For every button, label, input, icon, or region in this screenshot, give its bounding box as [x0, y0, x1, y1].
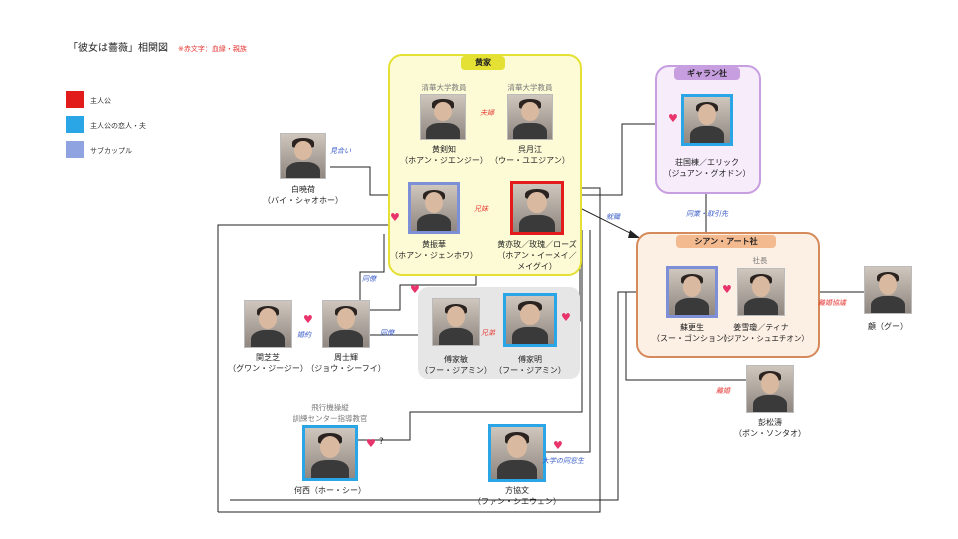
reading-su-gengsheng: （スー・ゴンション） [652, 334, 732, 343]
name-jiang-xueqiong: 姜雪瓊／ティナ [733, 323, 789, 332]
photo-fu-jiamin [432, 298, 480, 346]
relation-shushoku: 就職 [606, 213, 620, 221]
group-huang-family [388, 54, 582, 276]
reading-wu-yuejiang: （ウー・ユエジアン） [490, 156, 570, 165]
photo-huang-jianzhi [420, 94, 466, 140]
reading-zhou-shihui: （ジョウ・シーフイ） [306, 364, 386, 373]
role-he-xi: 飛行機操縦 [311, 403, 349, 412]
title-text: 「彼女は薔薇」相関図 [68, 43, 168, 54]
heart-icon: ♥ [366, 437, 376, 450]
role-huang-jianzhi: 清華大学教員 [421, 83, 467, 92]
photo-zhuang-guodong [681, 94, 733, 146]
legend-label-subcouple: サブカップル [90, 147, 132, 155]
reading2-huang-yimei: メイグイ） [517, 262, 557, 271]
heart-icon: ♥ [561, 311, 571, 324]
relation-rikon: 離婚 [716, 387, 730, 395]
photo-fang-xiewen [488, 424, 546, 482]
photo-he-xi [302, 425, 358, 481]
legend-swatch-protagonist [66, 91, 84, 108]
name-zhuang-guodong: 荘国棟／エリック [675, 158, 739, 167]
name-huang-zhenhua: 黄振華 [422, 240, 446, 249]
heart-icon: ♥ [668, 112, 678, 125]
reading-jiang-xueqiong: （ジアン・シュエチオン） [719, 334, 809, 343]
photo-su-gengsheng [666, 266, 718, 318]
name-wu-yuejiang: 呉月江 [518, 145, 542, 154]
group-galan-title: ギャラン社 [674, 67, 740, 80]
relation-douryou-2: 同僚 [380, 329, 394, 337]
relation-douryou-torihiki: 同業・取引先 [686, 210, 728, 218]
relation-fuufu: 夫婦 [480, 109, 494, 117]
name-he-xi: 何西（ホー・シー） [294, 486, 366, 495]
photo-zhou-shihui [322, 300, 370, 348]
relation-miai: 見合い [330, 147, 351, 155]
name-peng-songtao: 彭松濤 [758, 418, 782, 427]
relation-konyaku: 婚約 [297, 331, 311, 339]
reading-huang-jianzhi: （ホアン・ジエンジー） [400, 156, 488, 165]
name-fu-jiaming: 傅家明 [518, 355, 542, 364]
diagram-title: 「彼女は薔薇」相関図 ※赤文字：血縁・親族 [68, 39, 247, 54]
photo-huang-zhenhua [408, 182, 460, 234]
photo-peng-songtao [746, 365, 794, 413]
relation-douryou-1: 同僚 [362, 275, 376, 283]
name-huang-jianzhi: 黄剣知 [432, 145, 456, 154]
relation-kyoudai: 兄妹 [474, 205, 488, 213]
photo-wu-yuejiang [507, 94, 553, 140]
heart-icon: ♥ [722, 283, 732, 296]
name-su-gengsheng: 蘇更生 [680, 323, 704, 332]
role-jiang-xueqiong: 社長 [752, 256, 768, 265]
group-huang-title: 黄家 [461, 56, 505, 70]
name-fang-xiewen: 方協文 [505, 486, 529, 495]
name-gu: 顧（グー） [868, 322, 908, 331]
role2-he-xi: 訓練センター指導教官 [292, 414, 368, 423]
name-bai-xiaohe: 白暁荷 [291, 185, 315, 194]
photo-fu-jiaming [503, 293, 557, 347]
reading-peng-songtao: （ポン・ソンタオ） [734, 429, 806, 438]
role-wu-yuejiang: 清華大学教員 [507, 83, 553, 92]
legend-label-protagonist: 主人公 [90, 97, 111, 105]
title-note: ※赤文字：血縁・親族 [178, 45, 247, 53]
name-huang-yimei: 黄亦玫／玫瑰／ローズ [497, 240, 577, 249]
legend-swatch-subcouple [66, 141, 84, 158]
heart-icon: ♥ [390, 211, 400, 224]
reading-huang-zhenhua: （ホアン・ジェンホワ） [390, 251, 478, 260]
heart-icon: ♥ [303, 313, 313, 326]
group-xian-title: シアン・アート社 [676, 235, 776, 248]
question-mark: ? [379, 437, 384, 447]
heart-icon: ♥ [553, 439, 563, 452]
photo-bai-xiaohe [280, 133, 326, 179]
name-guan-zhizhi: 関芝芝 [256, 353, 280, 362]
heart-icon: ♥ [410, 283, 420, 296]
reading-bai-xiaohe: （バイ・シャオホー） [263, 196, 343, 205]
reading-fu-jiaming: （フー・ジアミン） [494, 366, 566, 375]
photo-guan-zhizhi [244, 300, 292, 348]
name-zhou-shihui: 周士輝 [334, 353, 358, 362]
relation-kyoudai-2: 兄弟 [481, 329, 495, 337]
reading-fu-jiamin: （フー・ジアミン） [420, 366, 492, 375]
reading-zhuang-guodong: （ジュアン・グオドン） [663, 169, 751, 178]
legend-swatch-partner [66, 116, 84, 133]
relation-rikon-kyougi: 離婚協議 [818, 299, 846, 307]
legend-label-partner: 主人公の恋人・夫 [90, 122, 146, 130]
reading-fang-xiewen: （ファン・シエウェン） [473, 497, 561, 506]
photo-jiang-xueqiong [737, 268, 785, 316]
reading-guan-zhizhi: （グワン・ジージー） [228, 364, 308, 373]
photo-gu [864, 266, 912, 314]
relation-daigaku: 大学の同窓生 [542, 457, 584, 465]
photo-huang-yimei [510, 181, 564, 235]
reading-huang-yimei: （ホアン・イーメイ／ [497, 251, 577, 260]
name-fu-jiamin: 傅家敏 [444, 355, 468, 364]
